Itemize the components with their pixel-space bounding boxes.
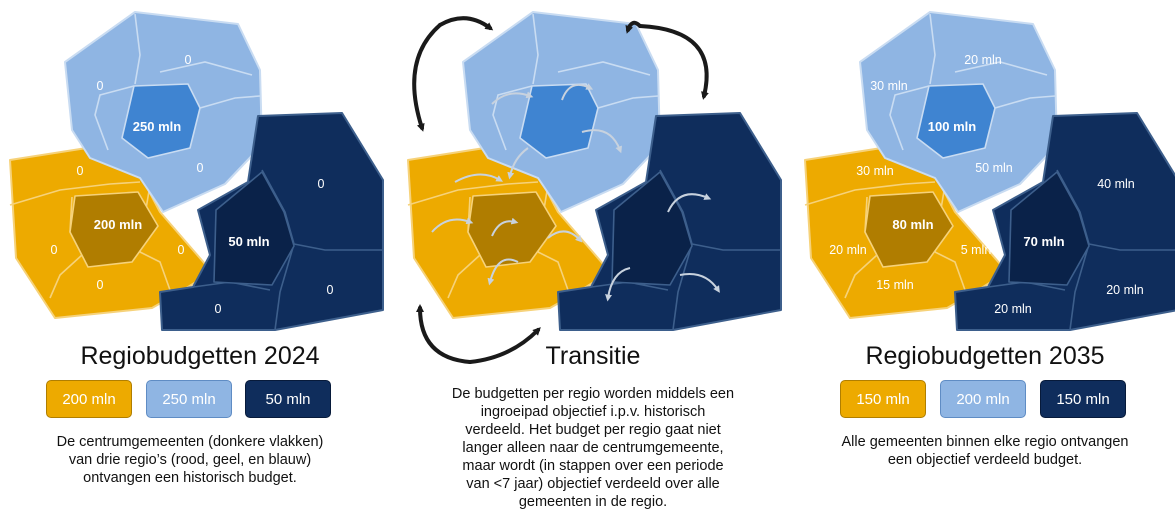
- map2035-gold-west-label: 20 mln: [829, 243, 867, 257]
- map2024-gold-south-label: 0: [97, 278, 104, 292]
- description-2024-line: De centrumgemeenten (donkere vlakken): [56, 434, 324, 450]
- map2035-navy-north-label: 40 mln: [1097, 177, 1135, 191]
- description-transitie: De budgetten per regio worden middels ee…: [395, 385, 791, 511]
- title-transitie: Transitie: [545, 342, 641, 370]
- map2024-navy-north-label: 0: [318, 177, 325, 191]
- swap-arrow-top-left: [412, 23, 442, 132]
- title-2024: Regiobudgetten 2024: [80, 342, 320, 370]
- map2035-gold-south-label: 15 mln: [876, 278, 914, 292]
- map2024-gold-east-label: 0: [178, 243, 185, 257]
- map2024-gold-west-label: 0: [51, 243, 58, 257]
- pill-2035-gold: 150 mln: [840, 380, 926, 418]
- map2035-gold-east-label: 5 mln: [961, 243, 992, 257]
- description-2035-line: een objectief verdeeld budget.: [887, 452, 1083, 468]
- description-transitie-line: van <7 jaar) objectief verdeeld over all…: [466, 476, 720, 492]
- map2035-blue-center-label: 100 mln: [928, 119, 976, 134]
- map2024-blue-east-label: 0: [197, 161, 204, 175]
- map2035-gold-center-label: 80 mln: [892, 217, 933, 232]
- description-transitie-line: langer alleen naar de centrumgemeente,: [462, 440, 724, 456]
- description-transitie-line: ingroeipad objectief i.p.v. historisch: [480, 404, 706, 420]
- map2024-navy-south-label: 0: [215, 302, 222, 316]
- title-2035: Regiobudgetten 2035: [865, 342, 1105, 370]
- pill-2035-light-blue: 200 mln: [940, 380, 1026, 418]
- pill-2024-navy: 50 mln: [245, 380, 331, 418]
- map-transitie: [407, 11, 782, 331]
- map2035-navy-south-label: 20 mln: [994, 302, 1032, 316]
- map2024-blue-center-label: 250 mln: [133, 119, 181, 134]
- pill-2024-light-blue: 250 mln: [146, 380, 232, 418]
- description-transitie-line: verdeeld. Het budget per regio gaat niet: [465, 422, 721, 438]
- map2035-blue-north-label: 20 mln: [964, 53, 1002, 67]
- description-transitie-line: De budgetten per regio worden middels ee…: [451, 386, 735, 402]
- pill-2035-navy: 150 mln: [1040, 380, 1126, 418]
- map2035-navy-east-label: 20 mln: [1106, 283, 1144, 297]
- pill-2024-gold: 200 mln: [46, 380, 132, 418]
- description-2024-line: van drie regio’s (rood, geel, en blauw): [68, 452, 312, 468]
- map2035-blue-east-label: 50 mln: [975, 161, 1013, 175]
- map2024-gold-center-label: 200 mln: [94, 217, 142, 232]
- map-2024: 0 0 0 250 mln 0 0 0 0 200 mln 0 0 0 50 m…: [9, 11, 384, 331]
- swap-arrow-bottom-left: [416, 304, 472, 364]
- map2035-gold-north-label: 30 mln: [856, 164, 894, 178]
- description-2035: Alle gemeenten binnen elke regio ontvang…: [795, 433, 1175, 469]
- description-2024-line: ontvangen een historisch budget.: [83, 470, 297, 486]
- description-transitie-line: gemeenten in de regio.: [518, 494, 668, 510]
- map-2035: 30 mln 20 mln 50 mln 100 mln 30 mln 20 m…: [804, 11, 1175, 331]
- map2024-navy-center-label: 50 mln: [228, 234, 269, 249]
- map2024-blue-west-label: 0: [97, 79, 104, 93]
- description-transitie-line: maar wordt (in stappen over een periode: [462, 458, 724, 474]
- transition-swap-arrows: [412, 16, 709, 364]
- swap-arrow-top-right: [638, 24, 709, 100]
- description-2024: De centrumgemeenten (donkere vlakken) va…: [5, 433, 375, 487]
- map2024-navy-east-label: 0: [327, 283, 334, 297]
- map2035-blue-west-label: 30 mln: [870, 79, 908, 93]
- map2024-gold-north-label: 0: [77, 164, 84, 178]
- description-2035-line: Alle gemeenten binnen elke regio ontvang…: [841, 434, 1129, 450]
- map2035-navy-center-label: 70 mln: [1023, 234, 1064, 249]
- map2024-blue-north-label: 0: [185, 53, 192, 67]
